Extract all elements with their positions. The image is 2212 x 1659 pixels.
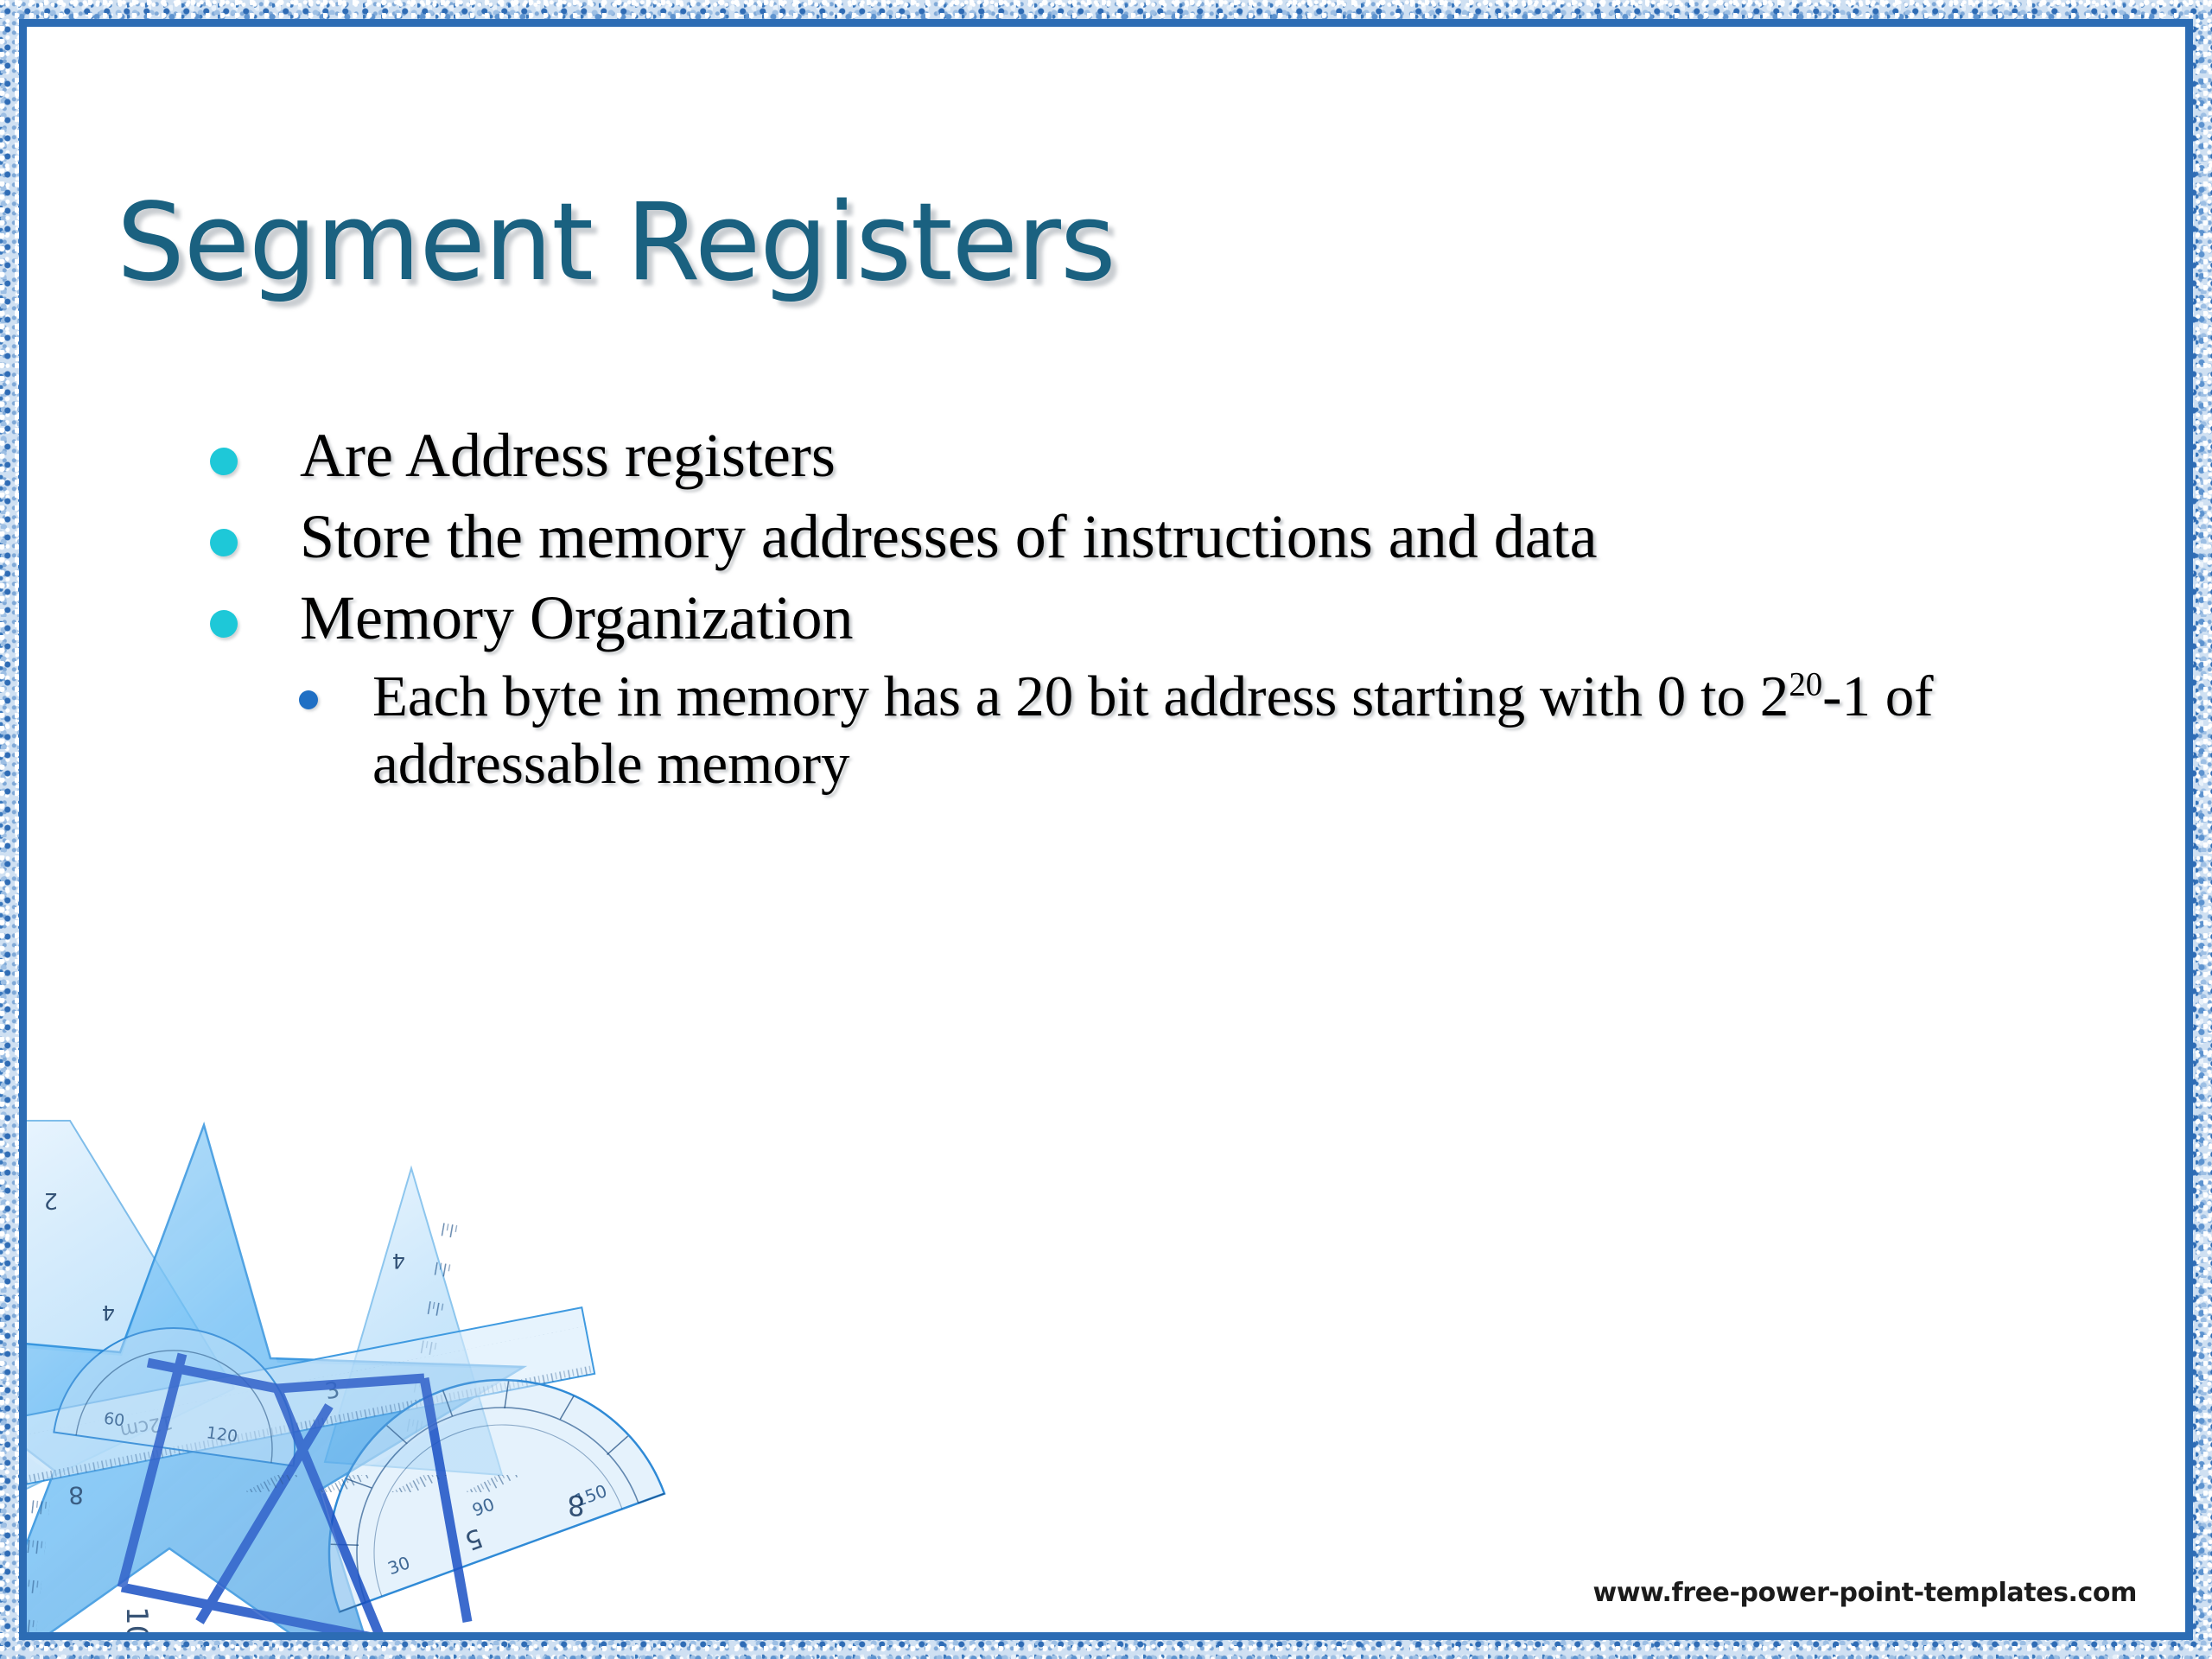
list-item-label: Are Address registers <box>300 421 836 490</box>
list-item-label: Store the memory addresses of instructio… <box>300 502 1598 572</box>
page-title: Segment Registers <box>117 181 1116 306</box>
svg-text:60: 60 <box>103 1409 126 1431</box>
svg-text:8: 8 <box>68 1481 84 1510</box>
set-square-pale <box>27 1120 236 1490</box>
svg-text:120: 120 <box>205 1423 238 1446</box>
tick-strip-tall <box>402 1207 462 1458</box>
svg-text:5: 5 <box>461 1522 486 1555</box>
tick-strip-left <box>27 1474 53 1632</box>
sub-list-item-exponent: 20 <box>1789 665 1823 703</box>
svg-text:8: 8 <box>568 1489 585 1522</box>
svg-text:30: 30 <box>385 1552 413 1579</box>
svg-text:10: 10 <box>119 1606 154 1632</box>
ruler-star-body <box>27 1121 528 1632</box>
list-item: Store the memory addresses of instructio… <box>117 501 2147 572</box>
slide-canvas: 12cm 3 30 <box>27 27 2185 1632</box>
svg-text:12cm: 12cm <box>118 1410 175 1441</box>
ruler-star-decoration: 12cm 3 30 <box>27 1112 666 1632</box>
watermark-url: www.free-power-point-templates.com <box>1592 1578 2138 1608</box>
svg-text:150: 150 <box>572 1480 610 1511</box>
deep-blue-rulers <box>117 1352 473 1632</box>
slide-border-line <box>19 19 2193 1640</box>
list-item: Memory Organization <box>117 582 2147 653</box>
protractor: 30 90 150 <box>327 1378 666 1614</box>
bullet-dot-icon <box>210 448 238 475</box>
bullet-dot-icon <box>210 610 238 639</box>
ruler-numerals: 2 4 10 8 5 8 4 <box>43 1187 585 1632</box>
protractor-small: 60 120 <box>53 1327 296 1467</box>
svg-text:2: 2 <box>43 1187 58 1213</box>
sub-bullet-dot-icon <box>299 690 318 710</box>
bullet-list: Are Address registers Store the memory a… <box>117 420 2147 798</box>
list-item: Are Address registers <box>117 420 2147 491</box>
sub-list-item-text-after: -1 of addressable memory <box>372 664 1934 796</box>
svg-text:90: 90 <box>469 1494 497 1521</box>
svg-text:4: 4 <box>102 1300 115 1325</box>
long-ruler: 12cm 3 <box>27 1306 596 1491</box>
svg-text:4: 4 <box>392 1249 405 1273</box>
sub-list-item: Each byte in memory has a 20 bit address… <box>117 664 2147 798</box>
tick-strip-diag <box>234 1475 519 1492</box>
bullet-dot-icon <box>210 529 238 557</box>
list-item-label: Memory Organization <box>300 583 854 653</box>
svg-text:3: 3 <box>323 1377 342 1406</box>
artwork-sheen <box>27 1112 537 1632</box>
sub-list-item-text-before: Each byte in memory has a 20 bit address… <box>372 664 1789 729</box>
set-square-tall <box>323 1165 504 1477</box>
